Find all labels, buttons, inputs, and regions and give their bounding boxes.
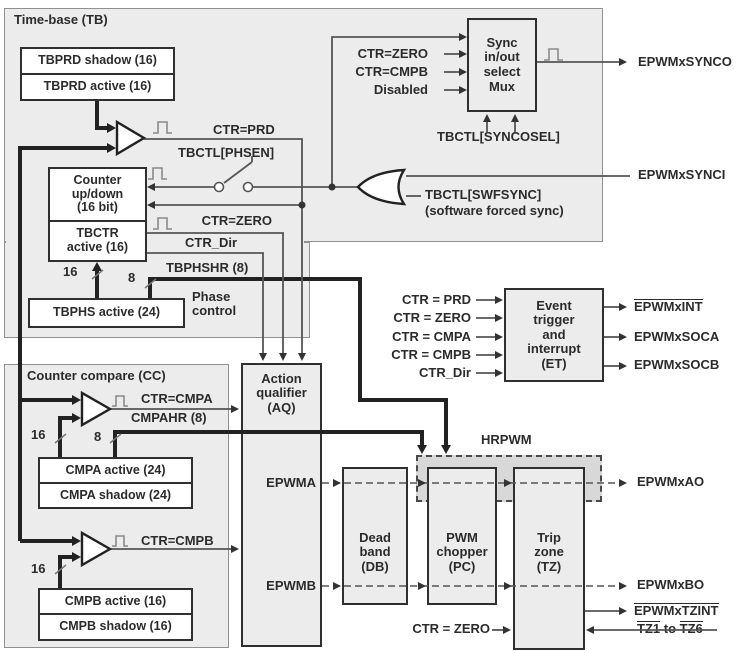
ctr-prd-label: CTR=PRD [213,122,275,137]
cmpb-shadow-register: CMPB shadow (16) [38,613,193,641]
tbctr-active-register: TBCTR active (16) [48,220,147,262]
mux-disabled-label: Disabled [373,82,428,97]
tbprd-active-register: TBPRD active (16) [20,73,175,101]
epwmb-label: EPWMB [266,578,316,593]
ctr-cmpb-label: CTR=CMPB [141,533,214,548]
swfsync-note-label: (software forced sync) [425,203,564,218]
phase-control-label: Phase control [192,289,237,319]
epwmx-synco-label: EPWMxSYNCO [638,54,732,69]
mux-ctr-zero-label: CTR=ZERO [357,46,428,61]
pwm-chopper-label: PWM chopper (PC) [436,530,488,574]
tbphs-width16-label: 16 [63,264,78,279]
et-ctr-cmpa-label: CTR = CMPA [392,329,471,344]
epwmx-soca-label: EPWMxSOCA [634,329,720,344]
pwm-chopper-block [427,467,497,605]
event-trigger-block: Event trigger and interrupt (ET) [504,288,604,382]
et-ctr-zero-label: CTR = ZERO [393,310,471,325]
tz6-text: TZ6 [679,621,703,636]
et-ctr-cmpb-label: CTR = CMPB [391,347,471,362]
et-ctr-dir-label: CTR_Dir [418,365,471,380]
ctr-cmpa-label: CTR=CMPA [141,391,213,406]
ctr-zero-label: CTR=ZERO [201,213,272,228]
cmpa-active-register: CMPA active (24) [38,457,193,484]
sync-mux-block: Sync in/out select Mux [467,18,537,112]
epwmx-tzint-text: EPWMxTZINT [634,603,719,618]
action-qualifier-label: Action qualifier (AQ) [256,371,307,415]
dead-band-block [342,467,408,605]
hrpwm-label: HRPWM [481,432,532,447]
dead-band-label: Dead band (DB) [359,530,391,574]
epwmx-synci-label: EPWMxSYNCI [638,167,726,182]
cmpb-active-register: CMPB active (16) [38,588,193,615]
cmpb-width16-label: 16 [31,561,46,576]
epwmx-int-label: EPWMxINT [634,299,703,315]
epwmx-int-text: EPWMxINT [634,299,703,314]
cmpa-width16-label: 16 [31,427,46,442]
epwmx-bo-label: EPWMxBO [637,577,705,592]
tbctl-swfsync-label: TBCTL[SWFSYNC] [425,187,542,202]
cmpa-shadow-register: CMPA shadow (24) [38,482,193,509]
counter-updown-block: Counter up/down (16 bit) [48,167,147,222]
epwma-label: EPWMA [266,475,316,490]
tz1-to-tz6-label: TZ1 to TZ6 [637,621,703,637]
cmpahr-width8-label: 8 [94,429,102,444]
mux-ctr-cmpb-label: CTR=CMPB [355,64,428,79]
tbphs-active-register: TBPHS active (24) [28,298,185,328]
tz-ctr-zero-label: CTR = ZERO [412,621,490,636]
tbprd-shadow-register: TBPRD shadow (16) [20,47,175,75]
tbphshr-label: TBPHSHR (8) [166,260,249,275]
trip-zone-block [513,467,585,650]
epwmx-tzint-label: EPWMxTZINT [634,603,719,619]
tz-to-text: to [663,621,677,636]
tz1-text: TZ1 [637,621,661,636]
epwmx-ao-label: EPWMxAO [637,474,705,489]
tbphshr-width8-label: 8 [128,270,136,285]
epwmx-socb-label: EPWMxSOCB [634,357,720,372]
counter-compare-section-label: Counter compare (CC) [27,368,166,383]
et-ctr-prd-label: CTR = PRD [402,292,471,307]
ctr-dir-label: CTR_Dir [185,235,238,250]
trip-zone-label: Trip zone (TZ) [534,530,564,574]
tbctl-phsen-label: TBCTL[PHSEN] [178,145,275,160]
timebase-section-label: Time-base (TB) [14,12,108,27]
tbctl-syncosel-label: TBCTL[SYNCOSEL] [437,129,560,144]
cmpahr-label: CMPAHR (8) [131,410,207,425]
